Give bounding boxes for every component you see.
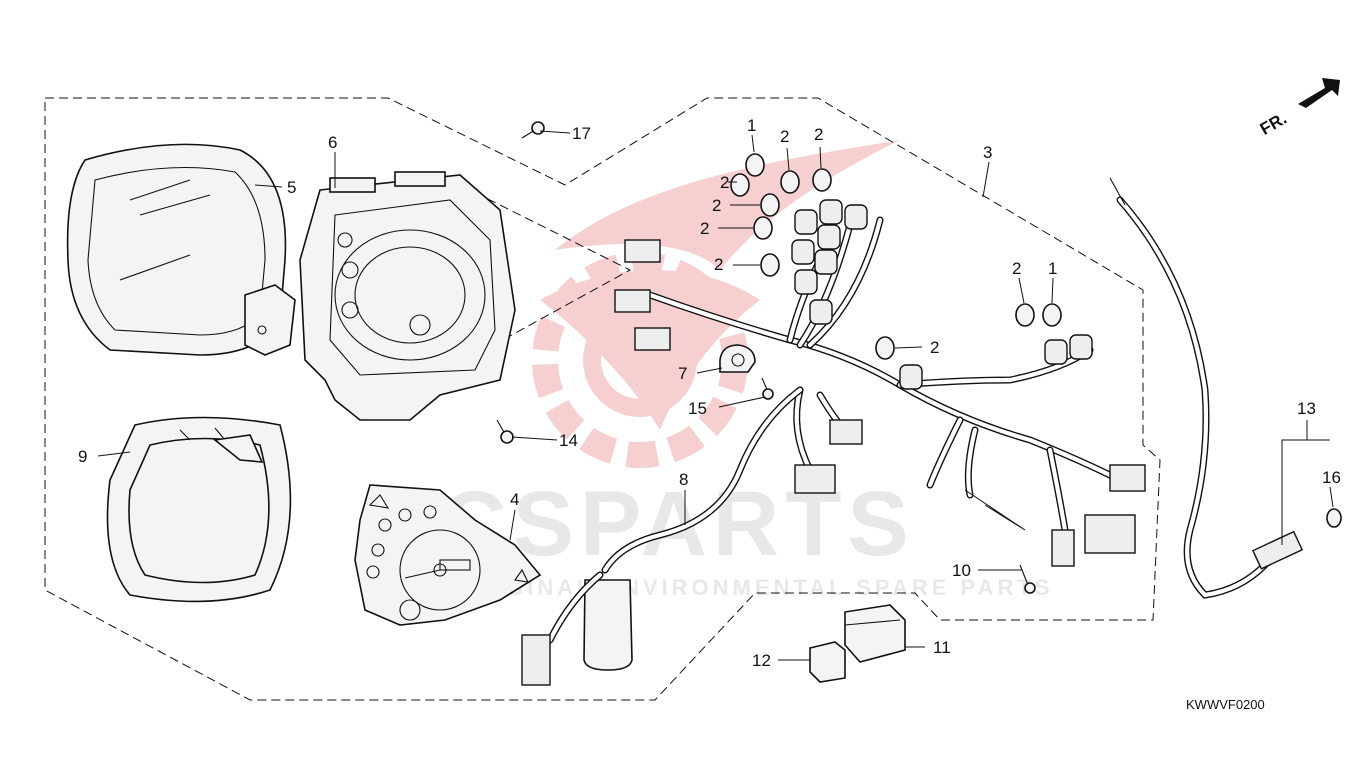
speedometer-cable — [1109, 177, 1304, 599]
lead-assembly — [521, 386, 804, 686]
callout-2-d: 2 — [712, 196, 721, 215]
callout-1-right: 1 — [1048, 259, 1057, 278]
meter-bezel — [106, 416, 292, 603]
catalog-code: KWWVF0200 — [1186, 697, 1265, 712]
callout-16: 16 — [1322, 468, 1341, 487]
callout-13: 13 — [1297, 399, 1316, 418]
wire-clamp — [719, 344, 756, 373]
meter-cover — [66, 143, 296, 356]
screw-17 — [521, 121, 545, 139]
resistor-unit — [809, 641, 846, 683]
callout-17: 17 — [572, 124, 591, 143]
front-direction-label: FR. — [1257, 109, 1290, 139]
assembly-outline-left — [44, 97, 1161, 701]
callout-6: 6 — [328, 133, 337, 152]
callout-5: 5 — [287, 178, 296, 197]
speedometer-dial — [354, 484, 542, 626]
callout-14: 14 — [559, 431, 578, 450]
cable-seal-ring — [1326, 508, 1342, 528]
callout-2-f: 2 — [714, 255, 723, 274]
callout-7: 7 — [678, 364, 687, 383]
callout-labels: 17 6 5 9 4 14 7 15 8 1 2 2 2 2 2 2 2 2 1… — [78, 116, 1341, 670]
bulbs — [730, 153, 1062, 360]
callout-11: 11 — [933, 638, 951, 657]
callout-8: 8 — [679, 470, 688, 489]
meter-case — [299, 171, 516, 421]
callout-2-a: 2 — [780, 127, 789, 146]
callout-10: 10 — [952, 561, 971, 580]
callout-15: 15 — [688, 399, 707, 418]
callout-2-c: 2 — [720, 173, 729, 192]
relay-unit — [844, 604, 906, 663]
callout-2-e: 2 — [700, 219, 709, 238]
callout-4: 4 — [510, 490, 519, 509]
callout-2-g: 2 — [930, 338, 939, 357]
screw-10 — [1019, 564, 1036, 594]
callout-12: 12 — [752, 651, 771, 670]
callout-9: 9 — [78, 447, 87, 466]
callout-3: 3 — [983, 143, 992, 162]
leader-lines — [97, 130, 1334, 661]
screw-14 — [496, 419, 514, 444]
screw-15 — [761, 377, 774, 400]
callout-2-b: 2 — [814, 125, 823, 144]
wire-harness — [614, 199, 1146, 567]
callout-1-top: 1 — [747, 116, 756, 135]
front-direction-icon: FR. — [1257, 78, 1340, 139]
callout-2-h: 2 — [1012, 259, 1021, 278]
